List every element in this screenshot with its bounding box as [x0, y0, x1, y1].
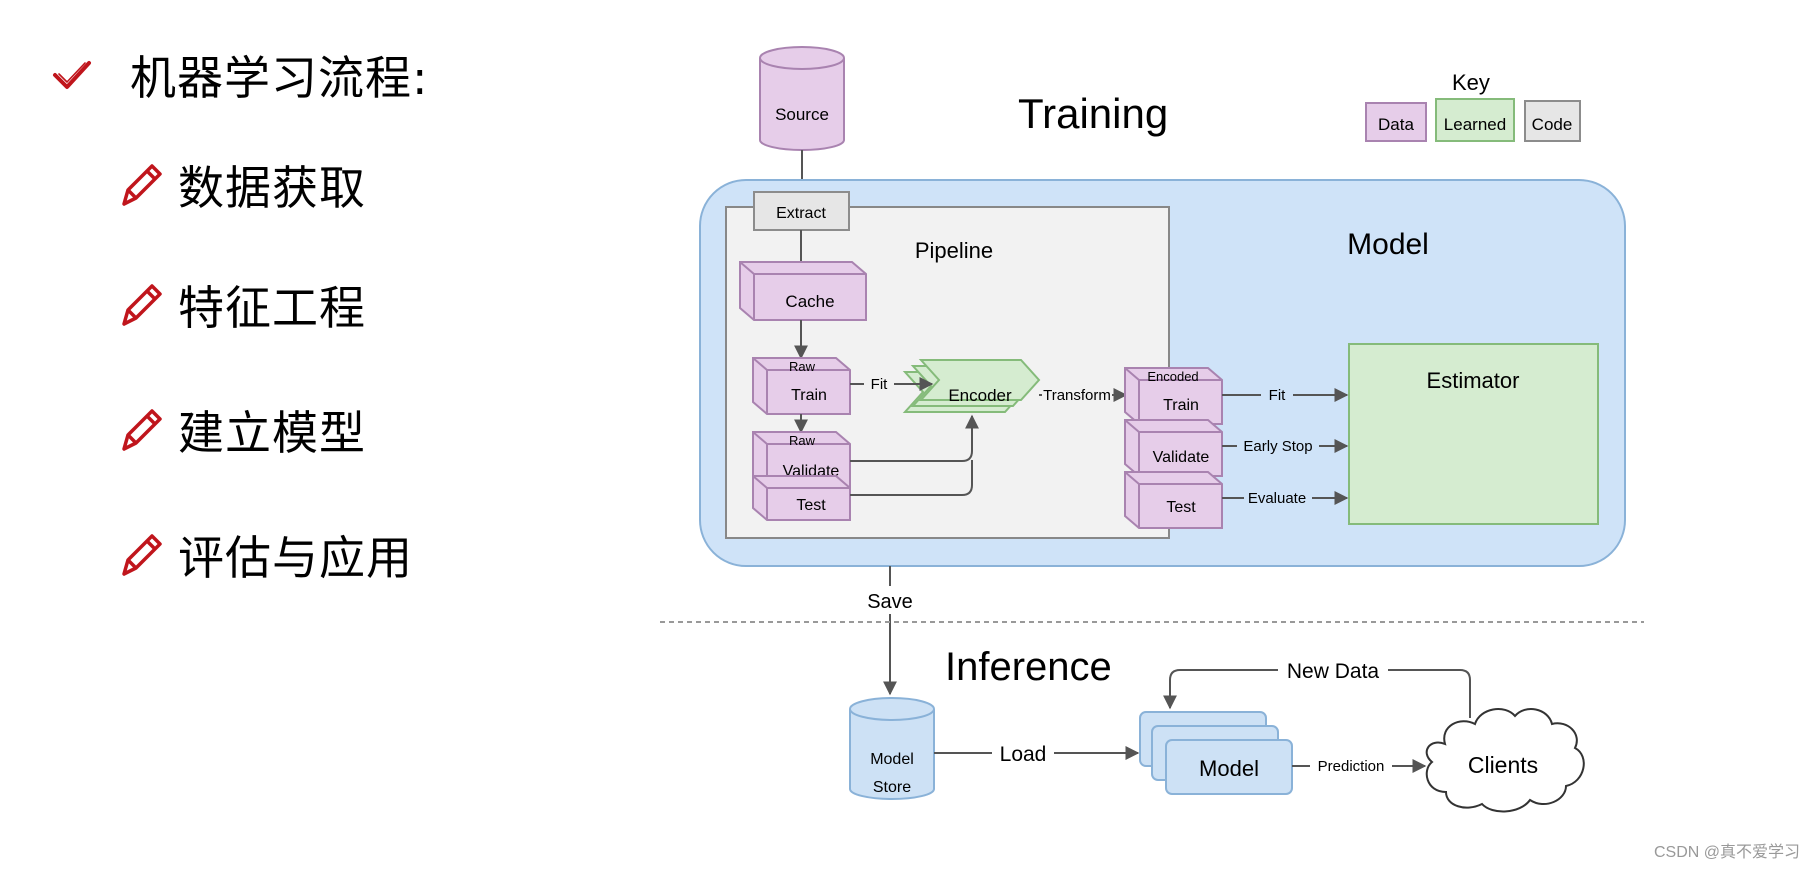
raw-test-block: Test	[752, 475, 851, 521]
test-to-encoder-edge	[850, 460, 973, 496]
model-store-cylinder: Model Store	[849, 697, 935, 800]
outline-step-label: 数据获取	[178, 161, 366, 215]
pencil-icon	[122, 284, 162, 326]
outline-step-label: 建立模型	[178, 406, 366, 460]
raw-train-label: Train	[791, 387, 827, 404]
checkmark-icon	[53, 61, 91, 89]
encoded-train-block: Encoded Train	[1124, 367, 1223, 425]
training-title: Training	[1018, 90, 1168, 137]
key-learned-swatch	[1435, 98, 1515, 142]
encoded-validate-block: Validate	[1124, 419, 1223, 477]
model-region-label: Model	[1347, 228, 1429, 261]
validate-to-encoder-edge	[850, 414, 979, 462]
clients-cloud: Clients	[1425, 708, 1585, 813]
key-code-label: Code	[1532, 115, 1573, 134]
extract-label: Extract	[776, 205, 826, 222]
watermark: CSDN @真不爱学习	[1653, 844, 1800, 861]
source-cylinder: Source	[759, 46, 845, 151]
early-stop-label: Early Stop	[1243, 438, 1312, 455]
clients-label: Clients	[1468, 752, 1538, 778]
key-learned-label: Learned	[1444, 115, 1506, 134]
encoded-test-block: Test	[1124, 471, 1223, 529]
key-title: Key	[1452, 70, 1490, 95]
fit-estimator-label: Fit	[1269, 387, 1286, 404]
encoded-train-label: Train	[1163, 397, 1199, 414]
evaluate-label: Evaluate	[1248, 490, 1306, 507]
model-store-line1: Model	[870, 751, 914, 768]
key-data-swatch	[1365, 102, 1427, 142]
estimator-box	[1348, 343, 1599, 525]
source-label: Source	[775, 105, 829, 124]
pencil-icon	[122, 164, 162, 206]
encoded-validate-label: Validate	[1153, 449, 1210, 466]
outline-step-2: 特征工程	[116, 270, 366, 340]
pipeline-label: Pipeline	[915, 238, 993, 263]
pencil-icon	[122, 409, 162, 451]
model-instance-label: Model	[1199, 756, 1259, 781]
pencil-icon	[122, 534, 162, 576]
new-data-label: New Data	[1287, 660, 1380, 683]
raw-train-sublabel: Raw	[789, 359, 816, 374]
key-code-swatch	[1524, 100, 1581, 142]
estimator-label: Estimator	[1427, 368, 1520, 393]
encoded-test-label: Test	[1166, 499, 1196, 516]
key-data-label: Data	[1378, 115, 1414, 134]
prediction-label: Prediction	[1318, 758, 1385, 775]
outline-step-4: 评估与应用	[116, 520, 413, 590]
raw-test-label: Test	[796, 497, 826, 514]
extract-box	[753, 191, 850, 231]
model-instances: Model	[1139, 711, 1293, 795]
transform-label: Transform	[1043, 387, 1111, 404]
inference-title: Inference	[945, 645, 1112, 689]
outline-step-3: 建立模型	[116, 395, 366, 465]
outline-step-1: 数据获取	[116, 150, 366, 220]
cache-label: Cache	[785, 292, 834, 311]
encoder-block: Encoder	[902, 359, 1041, 413]
outline-title-text: 机器学习流程:	[130, 51, 429, 105]
encoder-label: Encoder	[948, 386, 1012, 405]
load-label: Load	[1000, 743, 1047, 766]
save-label: Save	[867, 591, 913, 613]
raw-validate-sublabel: Raw	[789, 433, 816, 448]
outline-panel: 机器学习流程: 数据获取 特征工程 建立模型 评估与应用	[0, 0, 640, 870]
raw-train-block: Raw Train	[752, 357, 851, 415]
outline-title: 机器学习流程:	[50, 40, 429, 110]
encoded-train-sublabel: Encoded	[1147, 369, 1198, 384]
key-legend: Key Data Learned Code	[1365, 70, 1581, 142]
outline-step-label: 特征工程	[178, 281, 366, 335]
outline-step-label: 评估与应用	[178, 531, 413, 585]
fit-encoder-label: Fit	[871, 376, 888, 393]
cache-block: Cache	[739, 261, 867, 321]
model-store-line2: Store	[873, 779, 911, 796]
